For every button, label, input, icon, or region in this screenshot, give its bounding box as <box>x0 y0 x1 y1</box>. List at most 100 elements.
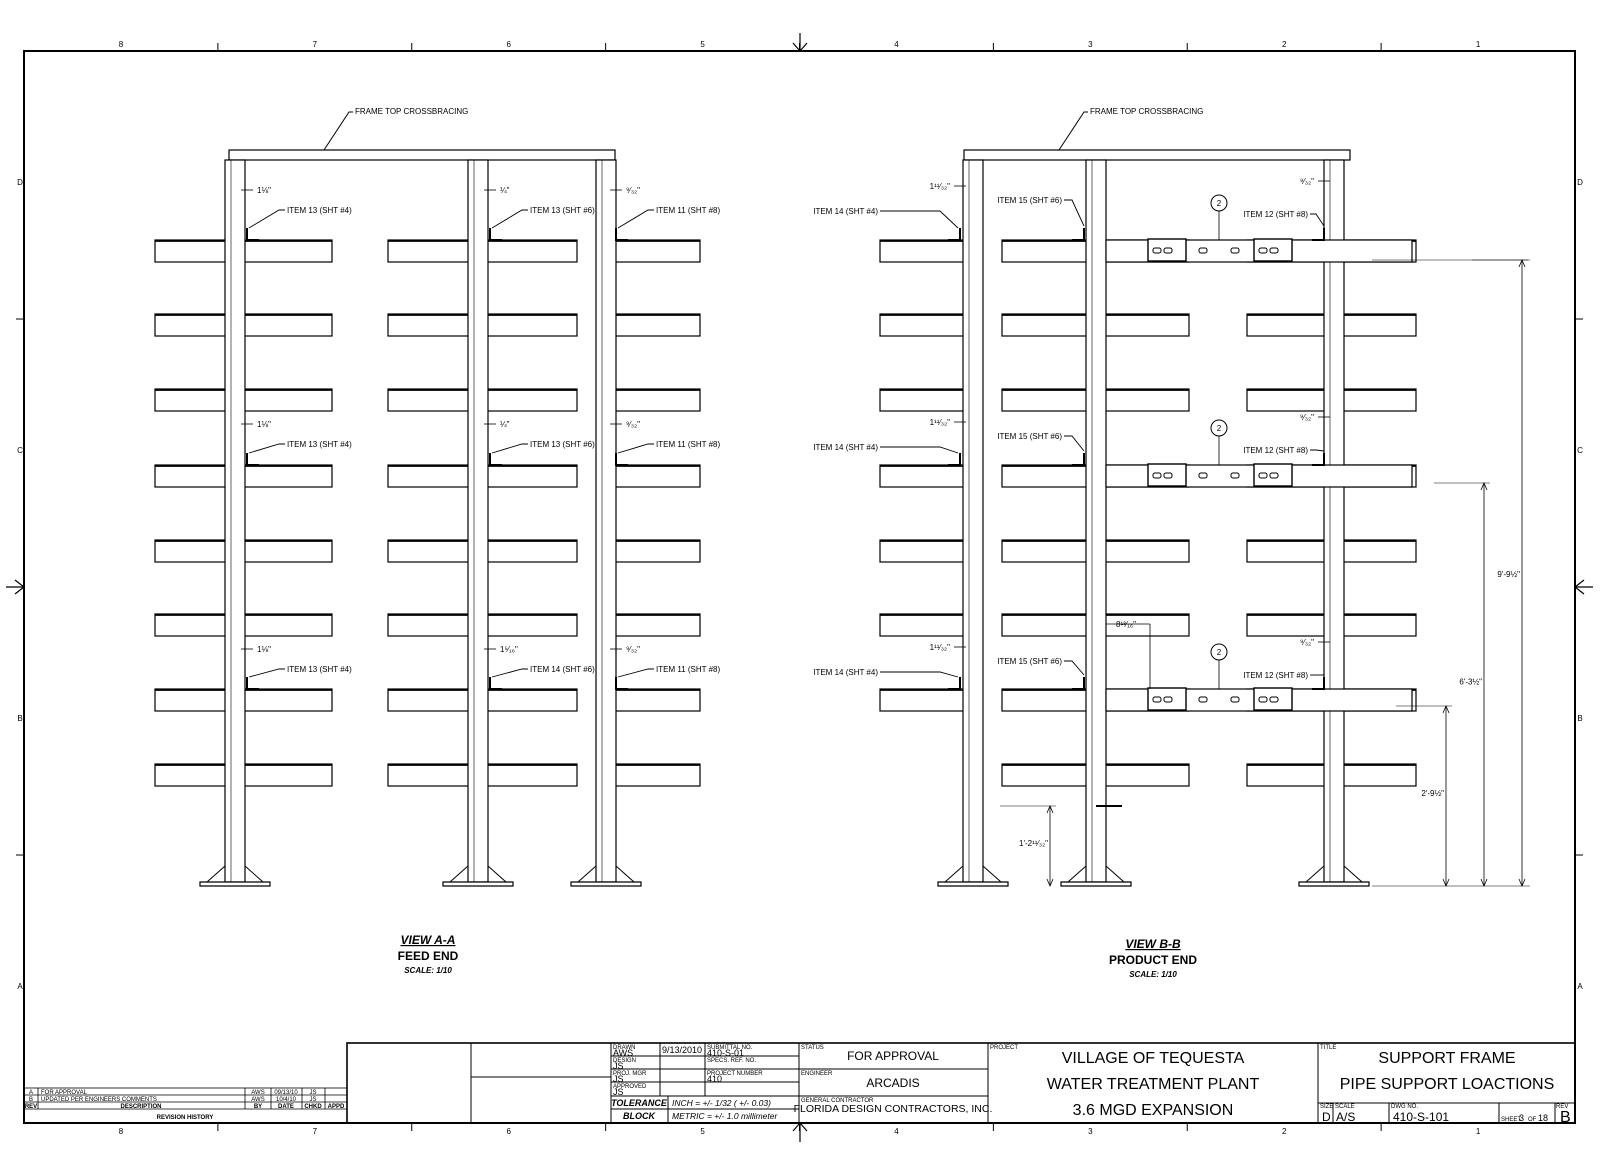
rev-footer: REVISION HISTORY <box>157 1115 214 1121</box>
view-b-angle-clip <box>948 677 961 690</box>
view-a-item-label: ITEM 13 (SHT #4) <box>287 206 352 215</box>
view-b-dim-base: 1'-2¹¹⁄₃₂" <box>1019 839 1048 848</box>
zone-row-right: C <box>1577 446 1583 455</box>
view-b-leader <box>1310 449 1325 452</box>
view-b-item-label: ITEM 15 (SHT #6) <box>997 432 1062 441</box>
view-b-gusset <box>944 865 1002 883</box>
view-b-balloon-label: 2 <box>1217 648 1222 657</box>
sheet-value: 3 <box>1519 1113 1524 1123</box>
view-a-gusset <box>577 865 635 883</box>
view-a-dim-text: 1⅛" <box>257 420 271 429</box>
view-b-support-beam <box>879 464 972 488</box>
zone-row-right: A <box>1577 982 1583 991</box>
status-label: STATUS <box>801 1045 824 1051</box>
rev-row-rev: B <box>29 1097 33 1103</box>
view-b-bolt-slot <box>1230 472 1240 479</box>
view-a-base-plate <box>442 881 514 887</box>
zone-row-right: B <box>1577 714 1582 723</box>
view-a-crossbracing-leader <box>323 111 353 151</box>
view-a-crossbracing-label: FRAME TOP CROSSBRACING <box>355 107 468 116</box>
view-b-bolt-slot <box>1230 696 1240 703</box>
status-value: FOR APPROVAL <box>847 1049 939 1063</box>
view-b-support-beam <box>879 688 972 712</box>
view-b-post <box>1085 159 1107 883</box>
view-b-bolt-slot <box>1269 247 1279 254</box>
gc-value: FLORIDA DESIGN CONTRACTORS, INC. <box>794 1103 993 1115</box>
submittal-value: 410-S-01 <box>707 1048 744 1058</box>
scale-value: A/S <box>1336 1110 1355 1124</box>
design-value: JS <box>613 1061 624 1071</box>
zone-col-top: 3 <box>1088 40 1093 49</box>
view-b-dim-text: ⁹⁄₃₂" <box>1300 413 1314 422</box>
engineer-value: ARCADIS <box>866 1076 919 1090</box>
zone-col-bottom: 8 <box>119 1127 124 1136</box>
rev-header-appd: APPD <box>328 1104 345 1110</box>
view-a-leader <box>491 668 528 678</box>
size-label: SIZE <box>1320 1104 1333 1110</box>
zone-col-top: 8 <box>119 40 124 49</box>
view-b-post <box>962 159 984 883</box>
view-a-leader <box>248 209 285 229</box>
view-b-angle-clip <box>1072 453 1085 466</box>
view-b-item-label: ITEM 14 (SHT #4) <box>813 443 878 452</box>
view-b-support-beam <box>879 613 972 637</box>
view-b-base-plate <box>1060 881 1132 887</box>
view-a-dim-text: ⁹⁄₃₂" <box>626 420 640 429</box>
view-b-top-crossbracing <box>963 149 1351 161</box>
zone-col-bottom: 7 <box>313 1127 318 1136</box>
view-b-item-label: ITEM 14 (SHT #4) <box>813 668 878 677</box>
project-number-label: PROJECT NUMBER <box>707 1071 763 1077</box>
sheet-text: SHEET <box>1501 1117 1521 1123</box>
zone-row-left: A <box>17 982 23 991</box>
view-a-subtitle: FEED END <box>398 949 459 963</box>
rev-row-chkd: JS <box>309 1097 316 1103</box>
view-a-dim-text: 1⁵⁄₁₆" <box>500 645 518 654</box>
view-a-support-beam <box>614 613 701 637</box>
view-a-angle-clip <box>489 228 502 241</box>
projmgr-label: PROJ. MGR <box>613 1071 647 1077</box>
zone-col-top: 5 <box>700 40 705 49</box>
rev-header-rev: REV <box>25 1104 37 1110</box>
view-a-leader <box>491 209 528 229</box>
view-b-balloon-label: 2 <box>1217 424 1222 433</box>
view-a-dim-text: 1⅛" <box>257 645 271 654</box>
view-a-dim-text: ⁹⁄₃₂" <box>626 186 640 195</box>
approved-label: APPROVED <box>613 1084 647 1090</box>
view-a-dim-text: ¼" <box>500 420 510 429</box>
view-b-bolt-slot <box>1198 696 1208 703</box>
view-b-bolt-slot <box>1269 472 1279 479</box>
view-a-angle-clip <box>615 228 628 241</box>
view-b-base-plate <box>937 881 1009 887</box>
view-b-dim-text: 1¹¹⁄₃₂" <box>930 182 950 191</box>
view-b-post <box>1323 159 1345 883</box>
drawn-label: DRAWN <box>613 1045 635 1051</box>
view-a-top-crossbracing <box>228 149 616 161</box>
view-a-item-label: ITEM 11 (SHT #8) <box>656 440 721 449</box>
rev-row-by: AWS <box>251 1097 264 1103</box>
view-b-angle-clip <box>1312 228 1325 241</box>
project-line-1: VILLAGE OF TEQUESTA <box>1062 1050 1245 1067</box>
title-line-2: PIPE SUPPORT LOACTIONS <box>1340 1076 1555 1093</box>
zone-row-left: C <box>17 446 23 455</box>
drawn-value: AWS <box>613 1048 633 1058</box>
view-b-crossbracing-label: FRAME TOP CROSSBRACING <box>1090 107 1203 116</box>
rev-header-description: DESCRIPTION <box>120 1104 161 1110</box>
view-b-bolt-slot <box>1258 696 1268 703</box>
size-value: D <box>1322 1110 1331 1124</box>
view-a-support-beam <box>614 313 701 337</box>
view-a-item-label: ITEM 13 (SHT #6) <box>530 206 595 215</box>
zone-row-left: D <box>17 178 23 187</box>
view-b-balloon-label: 2 <box>1217 199 1222 208</box>
view-a-drawing: FRAME TOP CROSSBRACING 1⅛" ITEM 13 (SHT #4… <box>154 107 721 887</box>
view-b-leader <box>1310 213 1325 227</box>
scale-label: SCALE <box>1335 1104 1355 1110</box>
project-line-3: 3.6 MGD EXPANSION <box>1073 1102 1234 1119</box>
title-line-1: SUPPORT FRAME <box>1378 1050 1515 1067</box>
zone-col-bottom: 4 <box>894 1127 899 1136</box>
rev-row-description: FOR APPROVAL <box>41 1090 88 1096</box>
gc-label: GENERAL CONTRACTOR <box>801 1098 874 1104</box>
view-a-post <box>595 159 617 883</box>
view-b-item-label: ITEM 15 (SHT #6) <box>997 196 1062 205</box>
